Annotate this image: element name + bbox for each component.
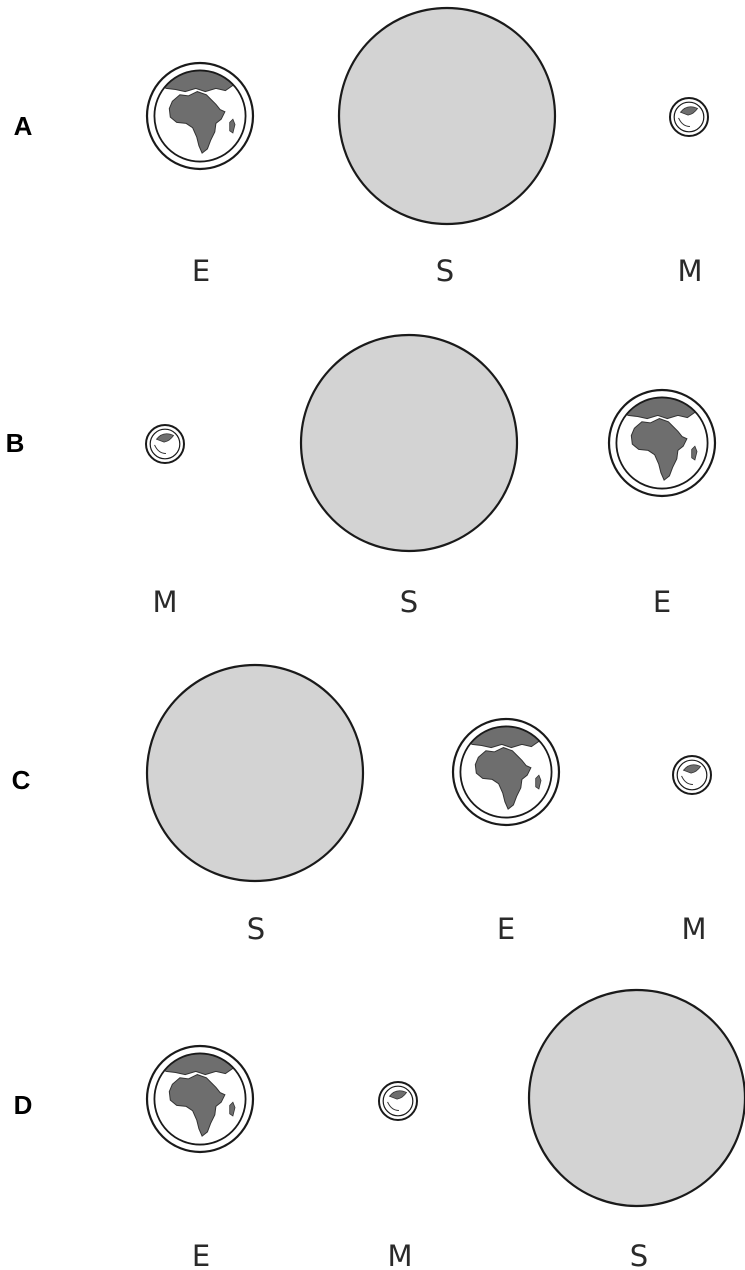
earth-body xyxy=(145,1044,255,1154)
sun-disc xyxy=(145,663,365,883)
earth-label: E xyxy=(192,254,210,288)
sun-body xyxy=(145,663,365,883)
earth-inner-ring xyxy=(153,1052,247,1146)
option-d-row[interactable]: D E M S xyxy=(14,988,745,1270)
sun-label: S xyxy=(436,254,454,288)
option-letter-c: C xyxy=(12,765,31,795)
moon-body xyxy=(672,755,712,795)
option-c-row[interactable]: C S E M xyxy=(12,663,712,946)
earth-inner-ring xyxy=(615,396,709,490)
moon-marking xyxy=(387,1101,399,1111)
island-landmass xyxy=(691,445,698,461)
island-landmass xyxy=(229,1101,236,1117)
moon-inner-ring xyxy=(382,1085,414,1117)
sun-disc xyxy=(527,988,745,1208)
moon-body xyxy=(669,97,709,137)
moon-marking xyxy=(388,1090,408,1100)
option-letter-b: B xyxy=(6,428,25,458)
earth-inner-ring xyxy=(153,69,247,163)
moon-inner-ring xyxy=(673,101,705,133)
moon-marking xyxy=(679,106,699,116)
earth-label: E xyxy=(192,1239,210,1270)
moon-outer-ring xyxy=(669,97,709,137)
africa-landmass xyxy=(168,91,226,154)
sun-label: S xyxy=(630,1239,648,1270)
option-b-row[interactable]: B M S E xyxy=(6,333,717,619)
sun-label: S xyxy=(400,585,418,619)
moon-outer-ring xyxy=(672,755,712,795)
moon-marking xyxy=(155,433,175,443)
sun-disc xyxy=(337,6,557,226)
island-landmass xyxy=(535,774,542,790)
moon-body xyxy=(145,424,185,464)
moon-marking xyxy=(678,117,690,127)
sun-body xyxy=(299,333,519,553)
earth-label: E xyxy=(497,912,515,946)
moon-marking xyxy=(681,775,693,785)
africa-landmass xyxy=(630,418,688,481)
moon-marking xyxy=(154,444,166,454)
sun-label: S xyxy=(247,912,265,946)
earth-inner-ring xyxy=(459,725,553,819)
option-letter-a: A xyxy=(14,111,33,141)
moon-label: M xyxy=(677,254,702,288)
sun-disc xyxy=(299,333,519,553)
moon-body xyxy=(378,1081,418,1121)
earth-body xyxy=(145,61,255,171)
island-landmass xyxy=(229,118,236,134)
sun-body xyxy=(337,6,557,226)
earth-body xyxy=(607,388,717,498)
africa-landmass xyxy=(474,747,532,810)
moon-inner-ring xyxy=(149,428,181,460)
moon-marking xyxy=(682,764,702,774)
moon-label: M xyxy=(152,585,177,619)
moon-outer-ring xyxy=(145,424,185,464)
option-letter-d: D xyxy=(14,1090,33,1120)
moon-outer-ring xyxy=(378,1081,418,1121)
option-a-row[interactable]: A E S M xyxy=(14,6,709,288)
earth-label: E xyxy=(653,585,671,619)
sun-body xyxy=(527,988,745,1208)
africa-landmass xyxy=(168,1074,226,1137)
moon-inner-ring xyxy=(676,759,708,791)
moon-label: M xyxy=(387,1239,412,1270)
earth-body xyxy=(451,717,561,827)
moon-label: M xyxy=(681,912,706,946)
